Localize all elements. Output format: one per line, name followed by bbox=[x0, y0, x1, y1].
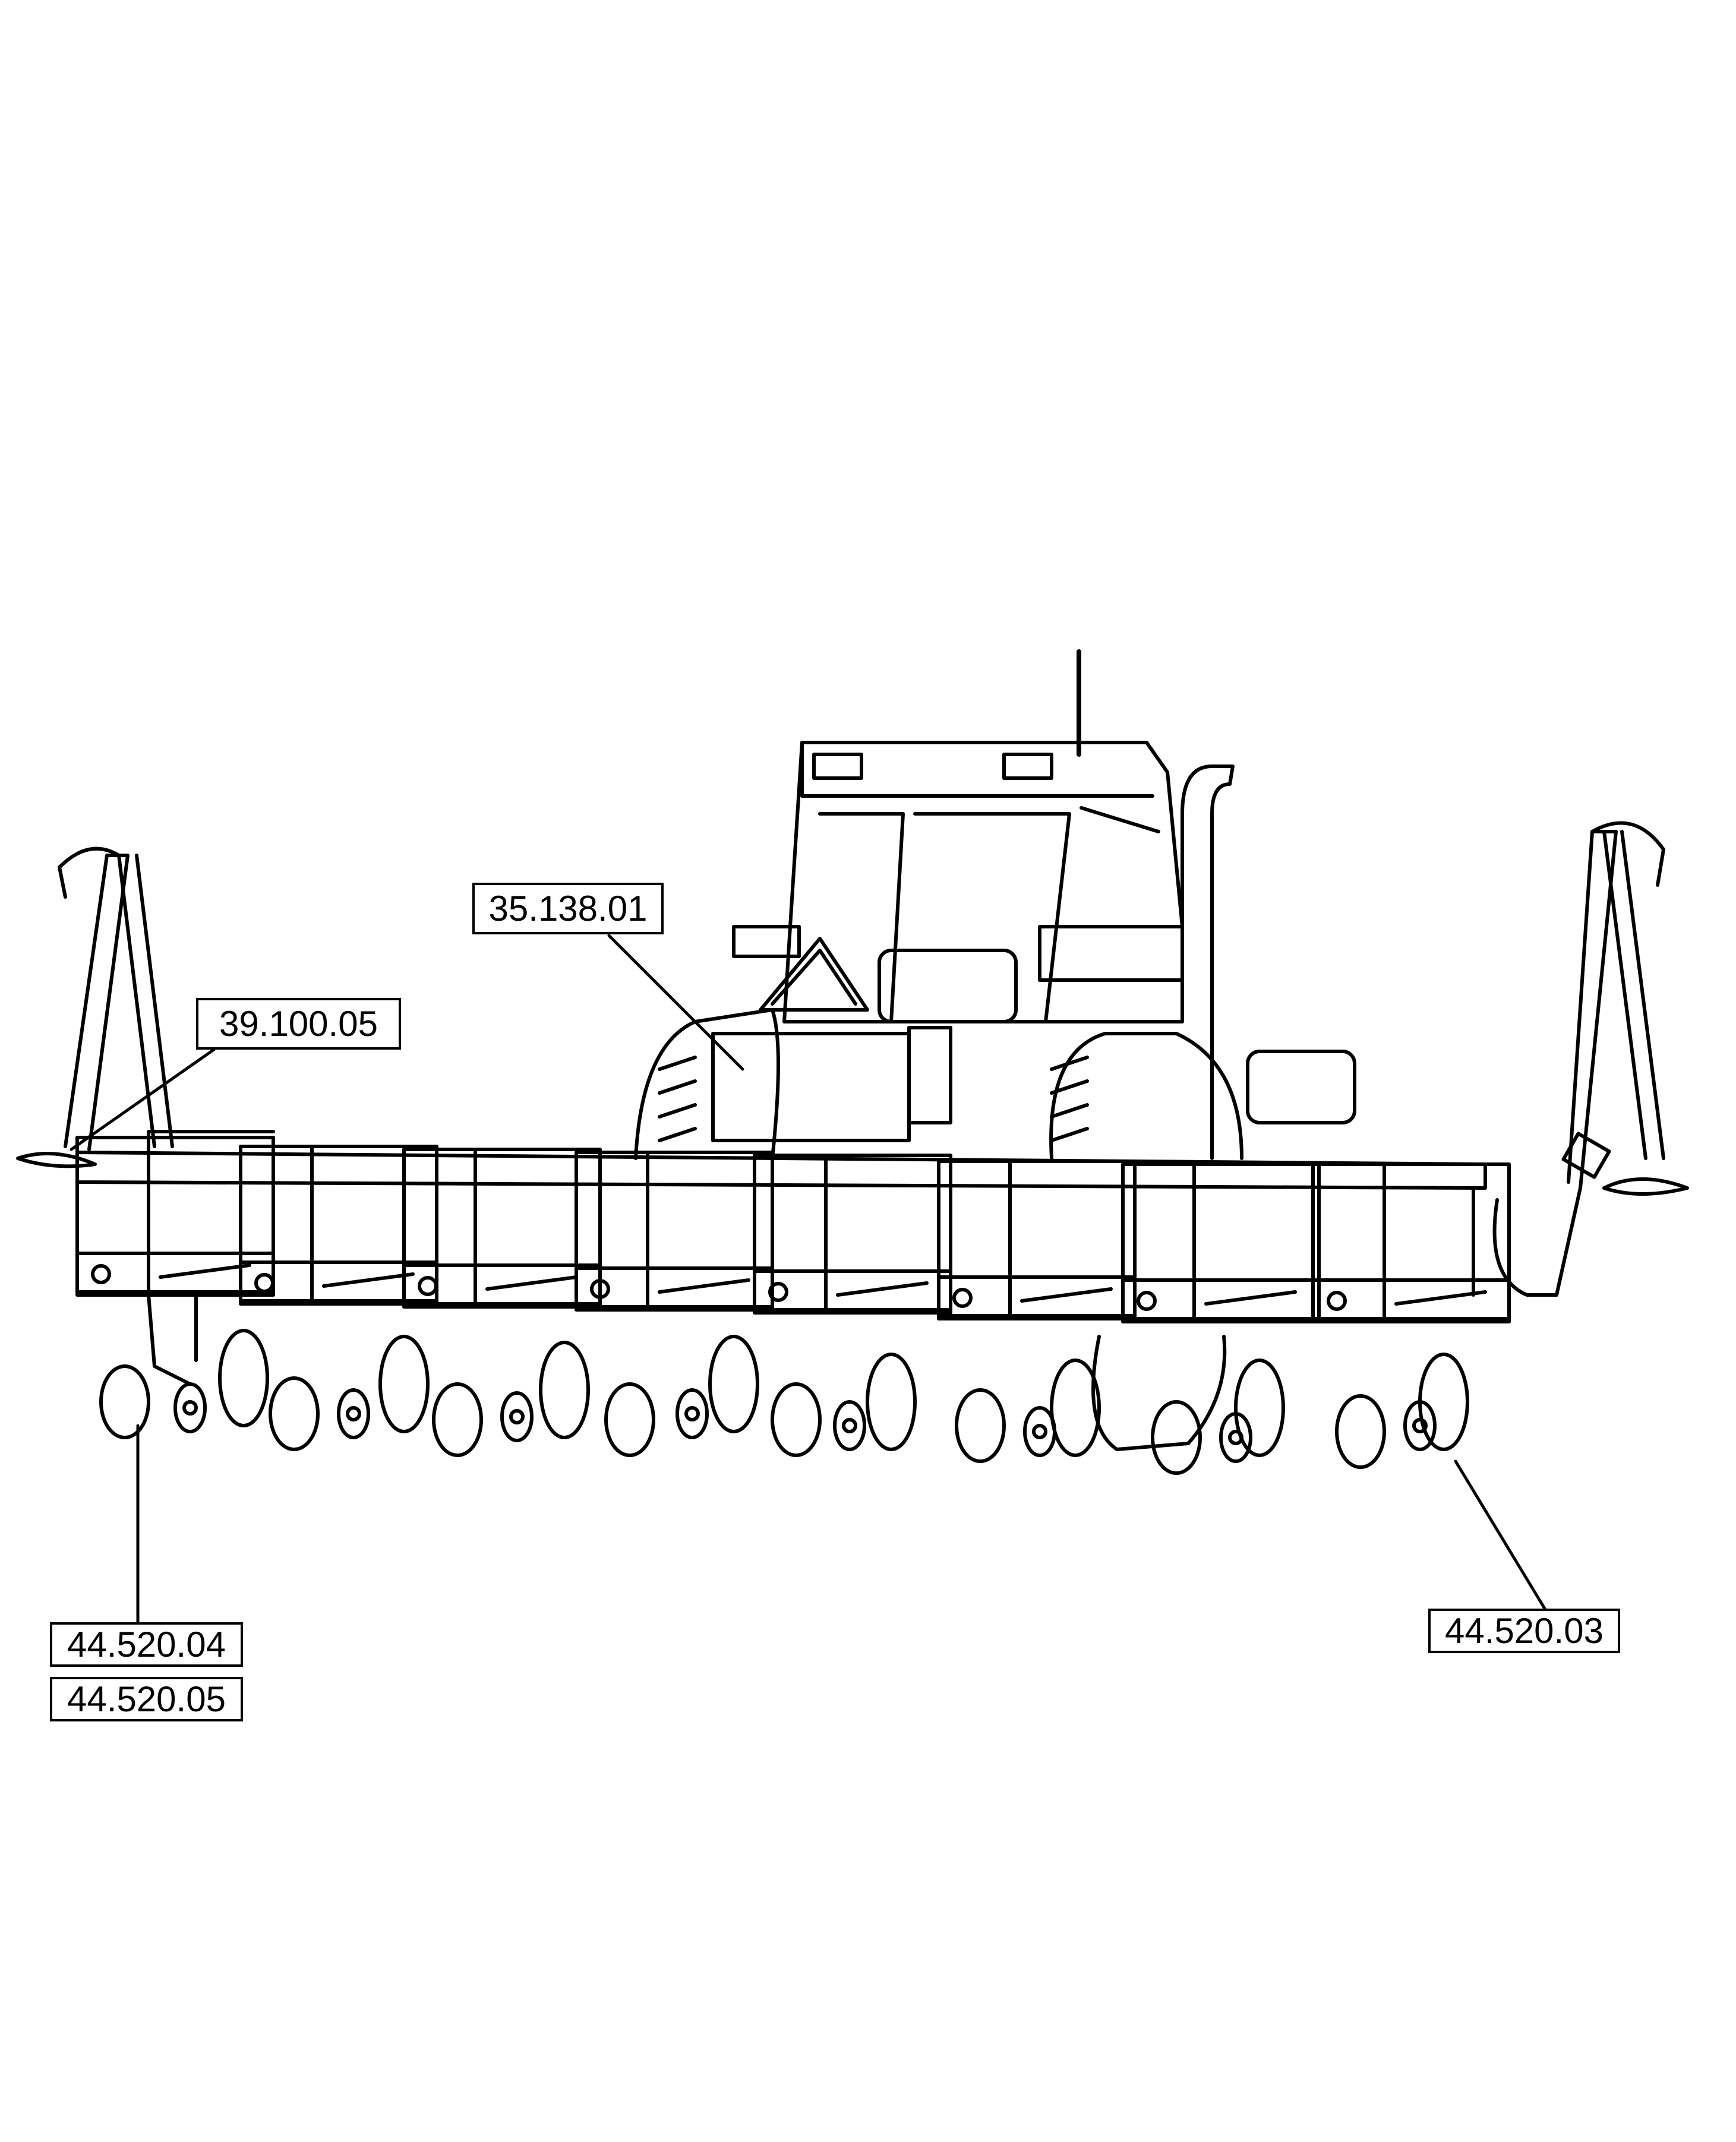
hitch-assembly bbox=[711, 937, 1356, 1142]
callout-44-520-04[interactable]: 44.520.04 bbox=[50, 1622, 243, 1667]
row-unit-8 bbox=[1311, 1162, 1511, 1469]
callout-44-520-05[interactable]: 44.520.05 bbox=[50, 1677, 243, 1721]
callout-35-138-01[interactable]: 35.138.01 bbox=[472, 883, 664, 934]
row-unit-5 bbox=[753, 1154, 952, 1457]
row-unit-3 bbox=[402, 1148, 602, 1457]
row-unit-7 bbox=[1121, 1162, 1321, 1475]
tractor-rear-tires bbox=[634, 925, 1243, 1451]
row-markers bbox=[16, 821, 1689, 1297]
row-unit-1 bbox=[75, 1130, 275, 1439]
row-unit-2 bbox=[239, 1145, 438, 1451]
tractor-cab bbox=[782, 649, 1184, 1023]
planter-toolbar bbox=[75, 1151, 1487, 1297]
callout-44-520-03[interactable]: 44.520.03 bbox=[1428, 1609, 1620, 1653]
row-units bbox=[75, 1130, 1511, 1475]
exhaust-stack bbox=[1181, 764, 1235, 1160]
leader-lines bbox=[70, 934, 1546, 1624]
callout-39-100-05[interactable]: 39.100.05 bbox=[196, 998, 401, 1050]
row-unit-4 bbox=[575, 1151, 774, 1457]
row-unit-6 bbox=[937, 1160, 1137, 1463]
